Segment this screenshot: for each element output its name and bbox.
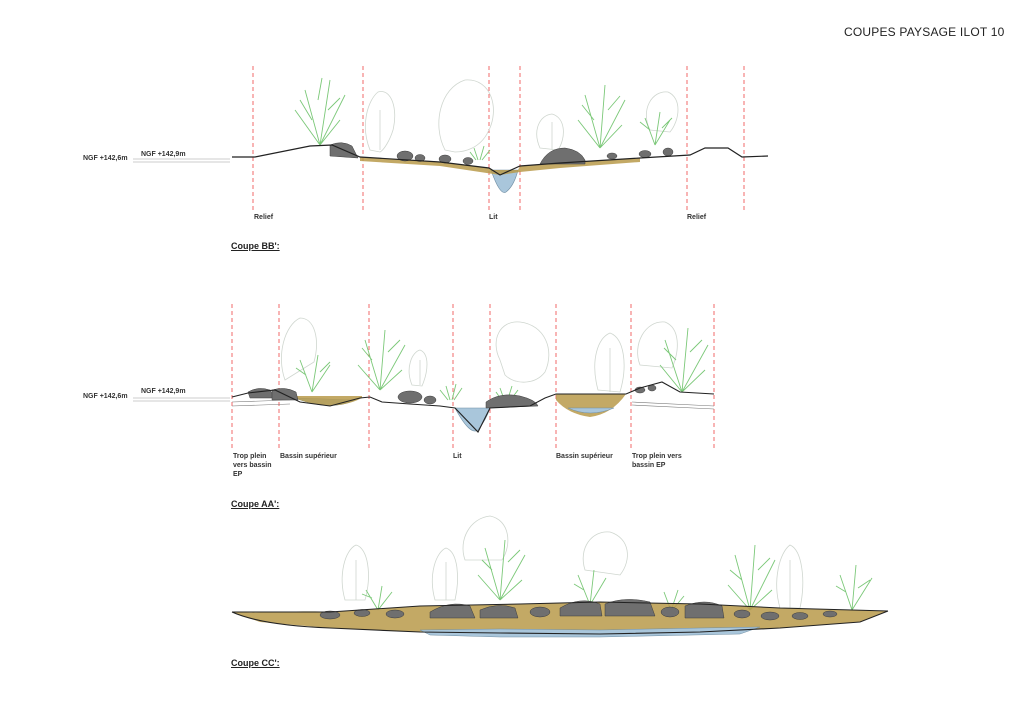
section-aa-drawing [133, 304, 715, 450]
vegetation [295, 327, 709, 403]
page-title: COUPES PAYSAGE ILOT 10 [844, 25, 1005, 39]
tree-outlines [365, 79, 679, 153]
ngf-right-label: NGF +142,9m [141, 151, 186, 158]
bottom-profile [231, 610, 889, 635]
ground-profile [232, 144, 769, 176]
ngf-right-label: NGF +142,9m [141, 388, 186, 395]
section-cc-title: Coupe CC': [231, 658, 280, 668]
label-lit: Lit [489, 214, 498, 221]
section-cc-drawing [231, 515, 889, 638]
tree-outlines [281, 317, 678, 393]
basin-right-water [567, 407, 615, 414]
water [490, 169, 519, 193]
ngf-left-label: NGF +142,6m [83, 393, 128, 400]
label-lit: Lit [453, 453, 462, 460]
water [419, 626, 761, 638]
label-relief-left: Relief [254, 214, 274, 221]
section-bb: NGF +142,6m NGF +142,9m Relief Lit Relie… [0, 0, 1024, 260]
ngf-left-label: NGF +142,6m [83, 155, 128, 162]
label-trop-plein-left: Trop plein vers bassin EP [233, 453, 272, 478]
label-bassin-superieur-left: Bassin supérieur [280, 453, 337, 460]
ngf-lines [133, 397, 230, 402]
guide-lines [231, 304, 715, 450]
section-cc: Coupe CC': [231, 515, 889, 668]
vegetation [361, 539, 873, 611]
section-bb-title: Coupe BB': [231, 241, 280, 251]
ngf-lines [133, 158, 230, 163]
overflow-pipes [231, 399, 715, 410]
label-bassin-superieur-right: Bassin supérieur [556, 453, 613, 460]
section-bb-drawing [133, 66, 769, 212]
basin-left-soil [290, 396, 362, 406]
vegetation [294, 77, 673, 161]
ground-profile [232, 601, 889, 613]
label-relief-right: Relief [687, 214, 707, 221]
guide-lines [252, 66, 745, 212]
tree-outlines [341, 515, 804, 609]
rocks [319, 599, 838, 621]
ground-profile [231, 381, 715, 433]
section-aa: NGF +142,6m NGF +142,9m Trop plein vers … [83, 304, 715, 509]
label-trop-plein-right: Trop plein vers bassin EP [632, 453, 682, 469]
basin-right-soil [556, 394, 626, 417]
section-aa-title: Coupe AA': [231, 499, 280, 509]
